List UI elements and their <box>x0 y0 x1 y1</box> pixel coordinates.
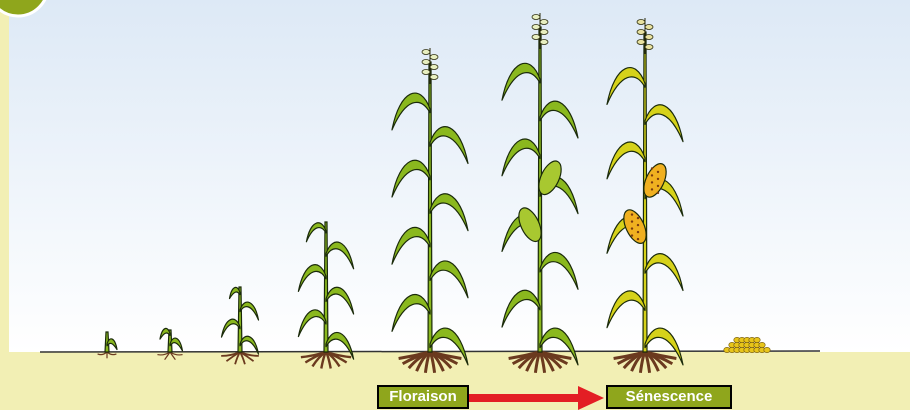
tassel-spikelet <box>645 25 653 30</box>
senescence-label: Sénescence <box>606 385 732 409</box>
grain-kernel <box>764 347 770 352</box>
kernel-dot <box>631 227 633 229</box>
tassel-spikelet <box>422 60 430 65</box>
kernel-dot <box>637 231 639 233</box>
kernel-dot <box>657 185 659 187</box>
kernel-dot <box>631 234 633 236</box>
tassel-spikelet <box>637 30 645 35</box>
sky-panel <box>9 0 910 352</box>
tassel-spikelet <box>532 35 540 40</box>
kernel-dot <box>637 217 639 219</box>
tassel-spikelet <box>637 40 645 45</box>
tassel-spikelet <box>422 70 430 75</box>
tassel-spikelet <box>430 75 438 80</box>
kernel-dot <box>637 238 639 240</box>
flowering-label: Floraison <box>377 385 469 409</box>
tassel-spikelet <box>422 50 430 55</box>
kernel-dot <box>651 167 653 169</box>
tassel-spikelet <box>540 40 548 45</box>
kernel-dot <box>631 213 633 215</box>
tassel-spikelet <box>532 15 540 20</box>
tassel-spikelet <box>540 20 548 25</box>
tassel-spikelet <box>430 65 438 70</box>
kernel-dot <box>631 220 633 222</box>
kernel-dot <box>657 178 659 180</box>
kernel-dot <box>651 174 653 176</box>
tassel-spikelet <box>645 45 653 50</box>
tassel-spikelet <box>540 30 548 35</box>
grain-kernel <box>759 342 765 347</box>
tassel-spikelet <box>645 35 653 40</box>
kernel-dot <box>651 188 653 190</box>
grain-kernel <box>754 337 760 342</box>
tassel-spikelet <box>637 20 645 25</box>
kernel-dot <box>657 192 659 194</box>
kernel-dot <box>651 181 653 183</box>
tassel-spikelet <box>532 25 540 30</box>
stem <box>324 222 328 352</box>
tassel-spikelet <box>430 55 438 60</box>
kernel-dot <box>637 224 639 226</box>
kernel-dot <box>657 171 659 173</box>
